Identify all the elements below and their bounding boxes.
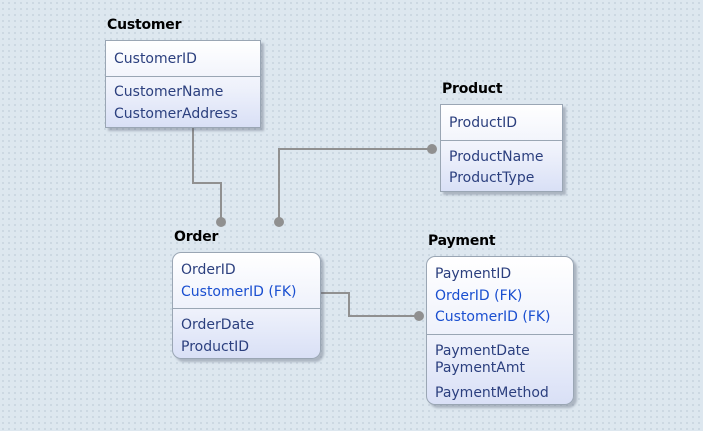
entity-product[interactable]: ProductID ProductName ProductType (440, 104, 563, 192)
entity-title-payment: Payment (428, 233, 496, 249)
attribute[interactable]: PaymentDate (435, 343, 530, 359)
attribute[interactable]: ProductID (181, 339, 250, 355)
relationship-customer-order[interactable] (192, 128, 222, 222)
foreign-key-attribute[interactable]: CustomerID (FK) (435, 309, 551, 325)
key-divider (427, 334, 573, 335)
foreign-key-attribute[interactable]: OrderID (FK) (435, 288, 523, 304)
entity-order[interactable]: OrderID CustomerID (FK) OrderDate Produc… (172, 252, 321, 359)
attribute[interactable]: PaymentAmt (435, 360, 525, 376)
relationship-end-dot (274, 217, 284, 227)
attribute[interactable]: ProductName (449, 149, 544, 165)
attribute[interactable]: ProductID (449, 115, 518, 131)
key-divider (106, 76, 260, 77)
attribute[interactable]: PaymentMethod (435, 385, 549, 401)
entity-payment[interactable]: PaymentID OrderID (FK) CustomerID (FK) P… (426, 256, 574, 405)
foreign-key-attribute[interactable]: CustomerID (FK) (181, 284, 297, 300)
attribute[interactable]: OrderDate (181, 317, 255, 333)
attribute[interactable]: CustomerAddress (114, 106, 238, 122)
relationship-product-order[interactable] (278, 148, 432, 222)
attribute[interactable]: ProductType (449, 170, 535, 186)
relationship-order-payment[interactable] (320, 292, 419, 317)
relationship-end-dot (414, 311, 424, 321)
entity-title-order: Order (174, 229, 219, 245)
attribute[interactable]: CustomerID (114, 51, 197, 67)
attribute[interactable]: CustomerName (114, 84, 224, 100)
key-divider (441, 140, 562, 141)
relationship-end-dot (216, 217, 226, 227)
entity-title-customer: Customer (107, 17, 182, 33)
entity-customer[interactable]: CustomerID CustomerName CustomerAddress (105, 40, 261, 128)
attribute[interactable]: PaymentID (435, 266, 512, 282)
attribute[interactable]: OrderID (181, 262, 236, 278)
key-divider (173, 308, 320, 309)
entity-title-product: Product (442, 81, 503, 97)
relationship-end-dot (427, 144, 437, 154)
